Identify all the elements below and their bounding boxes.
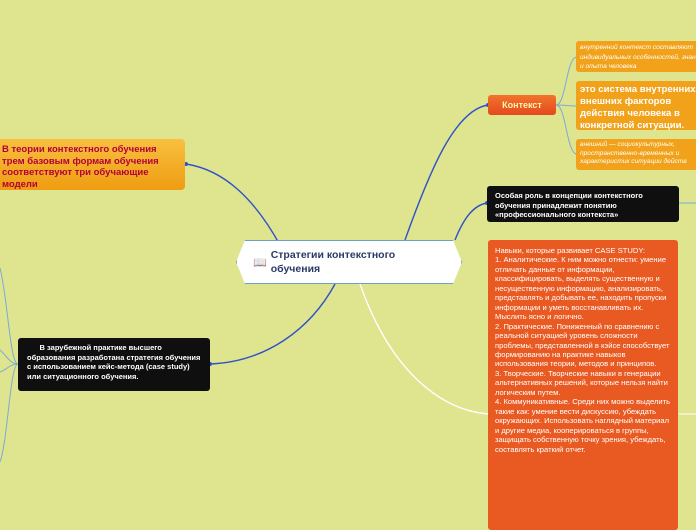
connector-left-edge-branches — [0, 267, 19, 463]
case-study-strategy-text: В зарубежной практике высшего образовани… — [27, 343, 203, 381]
context-definition-node[interactable]: это система внутренних и внешних факторо… — [576, 81, 696, 130]
case-study-strategy-node[interactable]: В зарубежной практике высшего образовани… — [18, 338, 210, 391]
central-topic-node[interactable]: 📖 Стратегии контекстного обучения — [236, 240, 462, 284]
connector-kontekst-children — [555, 56, 577, 155]
connector-central-to-case-study-skills — [359, 283, 489, 415]
connector-dot — [184, 162, 188, 166]
context-definition-text: это система внутренних и внешних факторо… — [580, 84, 696, 130]
kontekst-label: Контекст — [502, 100, 542, 110]
kontekst-node[interactable]: Контекст — [488, 95, 556, 115]
professional-context-node[interactable]: Особая роль в концепции контекстного обу… — [487, 186, 679, 222]
connector-central-to-kontekst — [404, 104, 489, 241]
external-context-text: внешний — социокультурных, пространствен… — [580, 141, 687, 166]
external-context-node[interactable]: внешний — социокультурных, пространствен… — [576, 139, 696, 170]
internal-context-node[interactable]: внутренний контекст составляют индивидуа… — [576, 41, 696, 72]
professional-context-text: Особая роль в концепции контекстного обу… — [495, 191, 643, 220]
internal-context-text: внутренний контекст составляют индивидуа… — [580, 44, 696, 70]
case-study-skills-text: Навыки, которые развивает CASE STUDY: 1.… — [495, 246, 671, 454]
three-models-node[interactable]: В теории контекстного обучения трем базо… — [0, 139, 185, 190]
connector-central-to-three-models — [185, 163, 281, 246]
connector-central-to-case-study-strategy — [209, 283, 336, 365]
three-models-text: В теории контекстного обучения трем базо… — [2, 144, 159, 190]
central-topic-title: Стратегии контекстного обучения — [270, 249, 396, 275]
case-study-skills-node[interactable]: Навыки, которые развивает CASE STUDY: 1.… — [488, 240, 678, 530]
book-icon: 📖 — [253, 256, 267, 269]
connector-central-to-professional-context — [454, 202, 488, 241]
